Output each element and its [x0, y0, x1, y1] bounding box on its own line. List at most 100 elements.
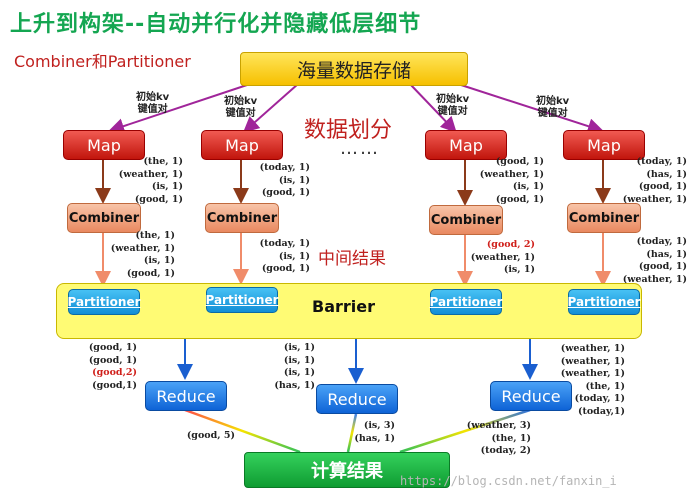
reduce-box-1: Reduce: [145, 381, 227, 411]
kv-pair: (has, 1): [354, 432, 395, 444]
kv-pair-highlight: (good,2): [92, 367, 137, 378]
kv-pair: (today, 2): [480, 445, 531, 456]
kv-pair: (today, 1): [636, 156, 687, 167]
kv-pair: (has, 1): [646, 248, 687, 260]
page-title: 上升到构架--自动并行化并隐藏低层细节: [10, 12, 422, 37]
combiner-output-2: (today, 1)(is, 1) (good, 1): [260, 238, 310, 276]
kv-pair: (is, 1): [283, 342, 315, 353]
kv-pair: (today, 1): [636, 236, 687, 247]
kv-pair: (the, 1): [585, 380, 625, 392]
result-box: 计算结果: [244, 452, 450, 488]
subtitle: Combiner和Partitioner: [14, 52, 191, 71]
reduce-output-2: (is, 3)(has, 1): [354, 420, 395, 445]
kv-pair: (good, 1): [638, 261, 687, 272]
reduce-box-2: Reduce: [316, 384, 398, 414]
kv-pair: (weather, 1): [560, 368, 625, 379]
map-box-3: Map: [425, 130, 507, 160]
map-label: Map: [449, 135, 483, 155]
kv-pair: (is, 1): [143, 255, 175, 266]
kv-pair: (the, 1): [135, 230, 175, 241]
kv-pair: (today,1): [577, 405, 625, 417]
map-box-2: Map: [201, 130, 283, 160]
kv-pair: (good, 5): [186, 430, 235, 441]
kv-pair: (weather, 1): [118, 168, 183, 180]
kv-pair: (has, 1): [274, 379, 315, 391]
kv-line: 初始kv: [436, 94, 470, 105]
combiner-output-3: (good, 2)(weather, 1) (is, 1): [471, 239, 535, 277]
partitioner-label: Partitioner: [205, 293, 279, 307]
reduce-output-3: (weather, 3)(the, 1) (today, 2): [467, 420, 531, 458]
kv-pair: (is, 1): [151, 181, 183, 192]
map-output-4: (today, 1)(has, 1) (good, 1)(weather, 1): [623, 156, 687, 206]
reduce-output-1: (good, 5): [187, 430, 235, 443]
barrier-label: Barrier: [312, 297, 375, 316]
kv-line: 初始kv: [136, 92, 170, 103]
kv-pair: (weather, 1): [622, 273, 687, 285]
partitioner-box-2: Partitioner: [205, 287, 279, 313]
kv-pair: (is, 1): [278, 250, 310, 262]
kv-pair: (good, 1): [134, 193, 183, 205]
kv-pair: (good, 1): [495, 156, 544, 167]
kv-pair: (good, 1): [495, 193, 544, 205]
reduce-label: Reduce: [156, 386, 216, 406]
partitioner-label: Partitioner: [67, 295, 141, 309]
partitioner-label: Partitioner: [429, 295, 503, 309]
kv-line: 初始kv: [536, 96, 570, 107]
kv-line: 键值对: [537, 108, 568, 119]
kv-line: 初始kv: [224, 96, 258, 107]
kv-line: 键值对: [225, 108, 256, 119]
intermediate-note: 中间结果: [318, 249, 386, 269]
map-label: Map: [87, 135, 121, 155]
partitioner-box-1: Partitioner: [67, 289, 141, 315]
reduce-input-3: (weather, 1)(weather, 1) (weather, 1)(th…: [561, 343, 625, 418]
kv-pair: (good, 1): [88, 354, 137, 366]
kv-pair: (weather, 1): [479, 168, 544, 180]
kv-line: 键值对: [437, 106, 468, 117]
kv-pair: (good,1): [92, 379, 137, 391]
map-output-2: (today, 1)(is, 1) (good, 1): [260, 162, 310, 200]
storage-box: 海量数据存储: [240, 52, 468, 86]
kv-pair: (is, 3): [363, 420, 395, 431]
reduce-label: Reduce: [501, 386, 561, 406]
combiner-box-4: Combiner: [567, 203, 641, 233]
map-label: Map: [587, 135, 621, 155]
combiner-output-1: (the, 1)(weather, 1) (is, 1)(good, 1): [111, 230, 175, 280]
kv-pair: (is, 1): [283, 367, 315, 378]
combiner-box-3: Combiner: [429, 205, 503, 235]
kv-pair: (is, 1): [278, 174, 310, 186]
kv-pair: (weather, 3): [466, 420, 531, 431]
combiner-label: Combiner: [430, 212, 502, 228]
map-box-4: Map: [563, 130, 645, 160]
kv-pair: (has, 1): [646, 168, 687, 180]
map-label: Map: [225, 135, 259, 155]
map-box-1: Map: [63, 130, 145, 160]
kv-pair: (good, 1): [88, 342, 137, 353]
kv-pair: (today, 1): [259, 238, 310, 249]
kv-pair: (weather, 1): [470, 251, 535, 263]
reduce-box-3: Reduce: [490, 381, 572, 411]
kv-pair: (is, 1): [512, 181, 544, 192]
kv-pair: (weather, 1): [110, 242, 175, 254]
kv-pair: (the, 1): [491, 432, 531, 444]
kv-pair: (is, 1): [503, 264, 535, 275]
combiner-box-2: Combiner: [205, 203, 279, 233]
ellipsis: ……: [340, 138, 380, 159]
kv-pair: (weather, 1): [622, 193, 687, 205]
kv-pair: (the, 1): [143, 156, 183, 167]
kv-pair: (is, 1): [283, 354, 315, 366]
kv-pair: (today, 1): [574, 393, 625, 404]
split-note: 数据划分: [304, 118, 393, 143]
kv-pair: (good, 1): [126, 267, 175, 279]
result-label: 计算结果: [311, 461, 383, 482]
partitioner-label: Partitioner: [567, 295, 641, 309]
combiner-output-4: (today, 1)(has, 1) (good, 1)(weather, 1): [623, 236, 687, 286]
kv-pair: (good, 1): [261, 187, 310, 198]
barrier-box: [56, 283, 642, 339]
kv-pair: (good, 1): [261, 263, 310, 274]
combiner-label: Combiner: [68, 210, 140, 226]
reduce-input-2: (is, 1)(is, 1) (is, 1)(has, 1): [274, 342, 315, 392]
